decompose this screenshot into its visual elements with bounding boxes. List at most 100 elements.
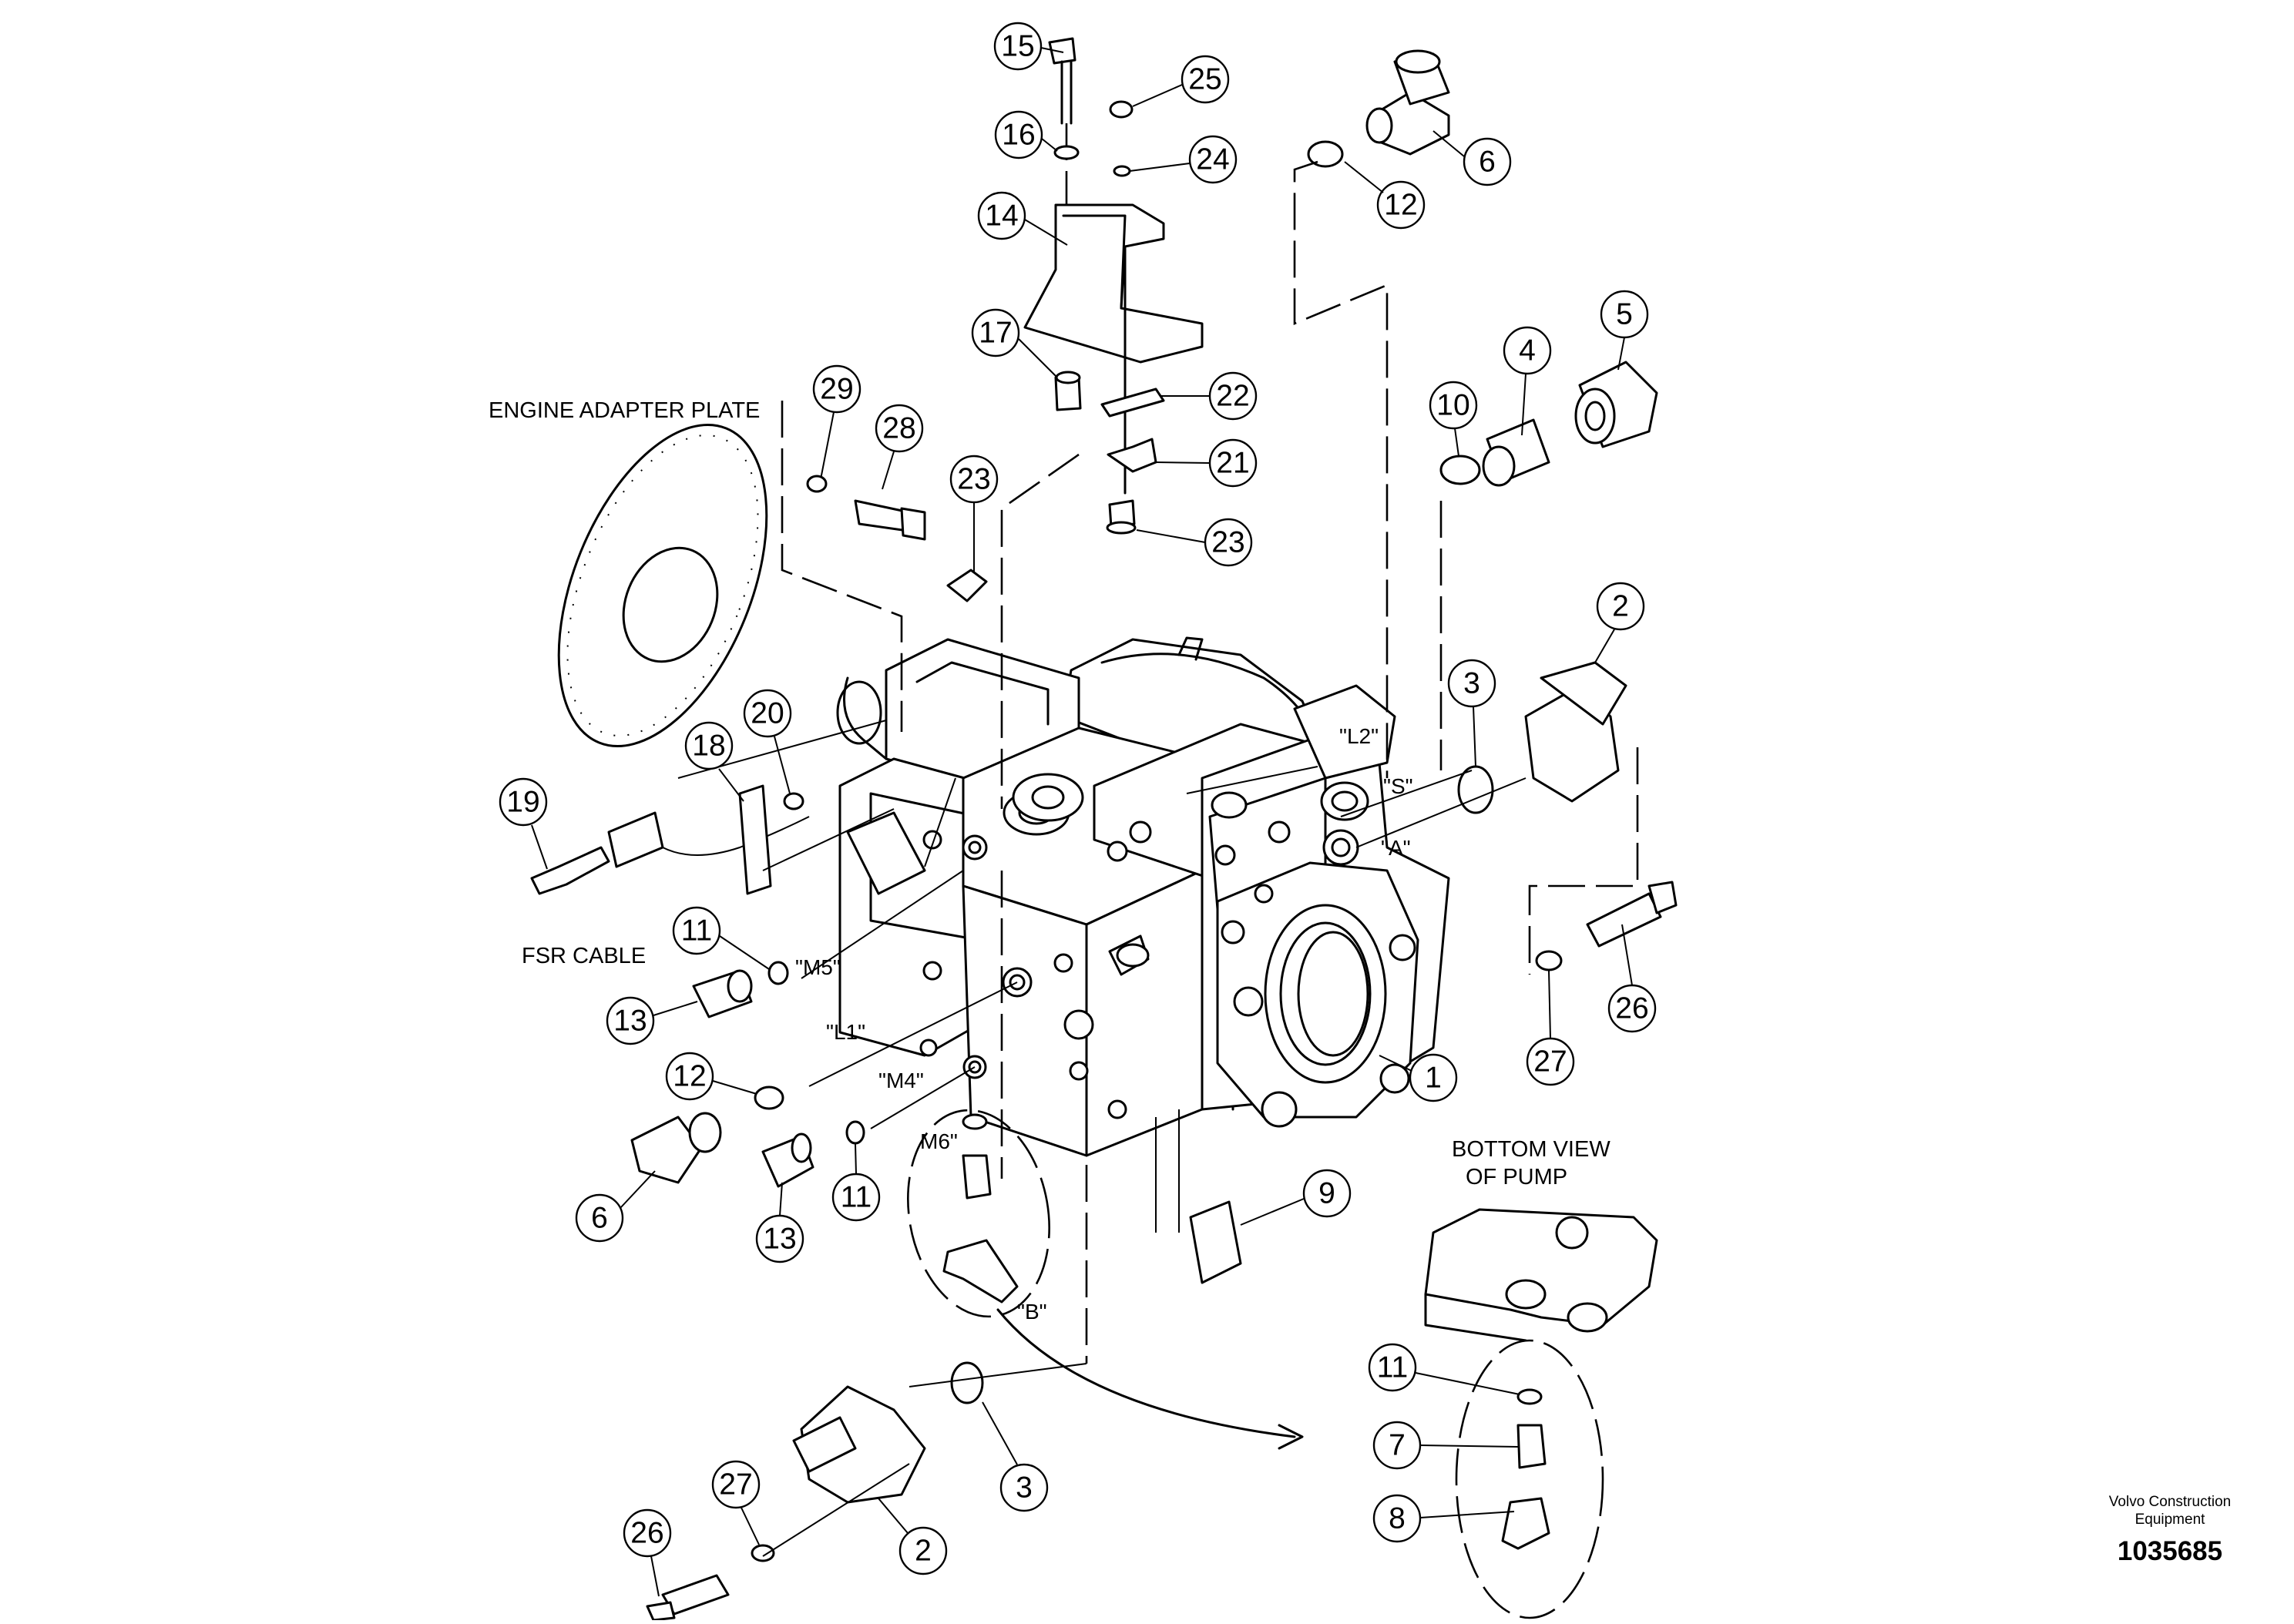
pump-body-drawing <box>836 636 1450 1157</box>
port-s-label: "S" <box>1383 774 1413 798</box>
svg-text:21: 21 <box>1216 447 1249 480</box>
svg-text:1: 1 <box>1425 1062 1442 1095</box>
callout-2-upper: 2 <box>1594 582 1645 663</box>
svg-text:3: 3 <box>1016 1471 1033 1505</box>
svg-text:15: 15 <box>1001 30 1034 63</box>
callout-11-left: 11 <box>672 906 770 970</box>
svg-text:27: 27 <box>1533 1045 1567 1079</box>
callout-12-lower: 12 <box>665 1052 757 1101</box>
bottom-view-drawing <box>1424 1208 1658 1619</box>
svg-text:17: 17 <box>979 317 1012 350</box>
callout-8: 8 <box>1372 1494 1515 1543</box>
svg-text:13: 13 <box>763 1223 796 1256</box>
callout-26-right: 26 <box>1607 924 1657 1033</box>
document-number: 1035685 <box>2118 1536 2222 1566</box>
svg-text:8: 8 <box>1389 1502 1406 1535</box>
callout-23-upper: 23 <box>946 455 999 602</box>
right-fittings-drawing <box>1307 49 1658 487</box>
bottom-view-label-line2: OF PUMP <box>1466 1165 1567 1189</box>
svg-text:2: 2 <box>1612 590 1629 623</box>
callout-2-lower: 2 <box>878 1498 948 1575</box>
svg-text:10: 10 <box>1436 389 1469 422</box>
callout-21: 21 <box>1155 438 1258 488</box>
svg-text:11: 11 <box>681 914 713 948</box>
svg-text:24: 24 <box>1196 143 1229 176</box>
svg-text:6: 6 <box>1479 146 1496 179</box>
callout-20: 20 <box>743 689 792 794</box>
engine-adapter-plate-label: ENGINE ADAPTER PLATE <box>489 398 760 423</box>
svg-text:26: 26 <box>1615 992 1648 1025</box>
callout-23-lower: 23 <box>1136 518 1253 567</box>
svg-text:19: 19 <box>506 786 539 819</box>
callout-13-lower: 13 <box>755 1182 804 1263</box>
svg-text:23: 23 <box>1211 526 1244 559</box>
svg-text:11: 11 <box>841 1181 872 1214</box>
svg-text:5: 5 <box>1616 298 1633 331</box>
port-l2-label: "L2" <box>1339 724 1379 748</box>
svg-text:12: 12 <box>1384 189 1417 222</box>
callout-5: 5 <box>1600 290 1649 371</box>
svg-text:27: 27 <box>719 1468 752 1502</box>
svg-text:9: 9 <box>1318 1177 1335 1210</box>
bottom-view-label-line1: BOTTOM VIEW <box>1452 1137 1611 1162</box>
callout-3-lower: 3 <box>982 1401 1049 1512</box>
svg-text:3: 3 <box>1463 667 1480 700</box>
leader-lines <box>762 160 1639 1557</box>
callout-24: 24 <box>1129 135 1238 184</box>
callout-10: 10 <box>1429 381 1478 457</box>
svg-text:25: 25 <box>1188 63 1221 96</box>
callout-14: 14 <box>977 191 1068 246</box>
callout-6-upper: 6 <box>1432 130 1512 186</box>
svg-text:20: 20 <box>751 697 784 730</box>
svg-text:14: 14 <box>985 200 1018 233</box>
callout-7: 7 <box>1372 1421 1519 1470</box>
callout-27-right: 27 <box>1526 970 1575 1086</box>
svg-text:18: 18 <box>692 730 725 763</box>
callout-15: 15 <box>993 22 1064 71</box>
svg-text:4: 4 <box>1519 334 1536 367</box>
port-m6-label: M6" <box>920 1129 958 1153</box>
callout-9: 9 <box>1240 1169 1352 1226</box>
callout-11-lower: 11 <box>831 1143 881 1222</box>
callout-17: 17 <box>971 308 1058 378</box>
engine-adapter-plate-drawing <box>557 424 887 779</box>
right-flange-drawing <box>1457 661 1678 971</box>
callout-1: 1 <box>1379 1053 1458 1102</box>
callout-25: 25 <box>1132 55 1230 107</box>
svg-text:22: 22 <box>1216 380 1249 413</box>
callout-28: 28 <box>854 404 926 541</box>
left-parts-drawing <box>530 784 926 1188</box>
svg-text:11: 11 <box>1377 1351 1409 1384</box>
callout-16: 16 <box>994 110 1058 159</box>
callout-13-left: 13 <box>606 996 698 1045</box>
callout-12-upper: 12 <box>1344 161 1426 230</box>
svg-text:6: 6 <box>591 1202 608 1235</box>
svg-text:12: 12 <box>673 1060 706 1093</box>
callout-4: 4 <box>1503 326 1552 436</box>
bracket-assembly-drawing <box>1023 37 1204 535</box>
svg-text:26: 26 <box>630 1517 663 1550</box>
callout-29: 29 <box>806 364 862 493</box>
svg-text:7: 7 <box>1389 1429 1406 1462</box>
company-name-line2: Equipment <box>2135 1512 2206 1528</box>
port-m4-label: "M4" <box>878 1069 924 1092</box>
svg-text:29: 29 <box>820 373 853 406</box>
svg-text:16: 16 <box>1002 119 1035 152</box>
callout-19: 19 <box>499 777 548 870</box>
callout-27-lower: 27 <box>711 1460 761 1545</box>
callout-18: 18 <box>684 721 744 802</box>
bottom-parts-drawing <box>646 1109 1304 1622</box>
fsr-cable-label: FSR CABLE <box>522 944 646 968</box>
port-l1-label: "L1" <box>826 1020 865 1044</box>
callout-11-bottom-view: 11 <box>1368 1343 1520 1395</box>
svg-text:13: 13 <box>613 1005 647 1038</box>
port-b-label: "B" <box>1017 1300 1047 1324</box>
callout-26-lower: 26 <box>623 1508 672 1597</box>
port-m5-label: "M5" <box>795 955 841 979</box>
svg-text:23: 23 <box>957 463 990 496</box>
svg-text:2: 2 <box>915 1535 932 1568</box>
company-name-line1: Volvo Construction <box>2109 1494 2231 1510</box>
port-a-label: "A" <box>1381 836 1411 860</box>
